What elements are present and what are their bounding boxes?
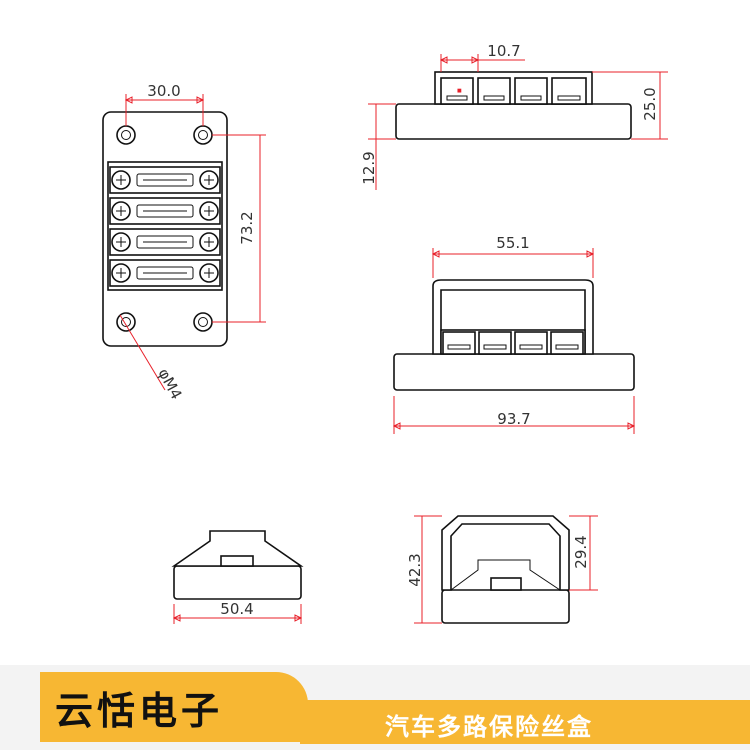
dimension-base-thickness: 12.9 [360, 103, 396, 190]
dimension-slot-pitch: 10.7 [439, 42, 525, 72]
brand-tab [40, 672, 308, 742]
dimension-base-length: 93.7 [392, 396, 636, 434]
dimension-label: 50.4 [220, 600, 253, 618]
front-view: 55.1 93.7 [392, 234, 636, 434]
dimension-top-width: 30.0 [124, 82, 205, 126]
fuse-row [109, 197, 221, 225]
dimension-top-height: 73.2 [212, 134, 266, 323]
mounting-hole [116, 312, 136, 332]
svg-text:■: ■ [457, 88, 462, 94]
dimension-label: 42.3 [406, 553, 424, 586]
terminal [551, 77, 587, 105]
dimension-label: 55.1 [496, 234, 529, 252]
end-view: 50.4 [171, 530, 304, 624]
terminal [514, 331, 548, 355]
side-view: ■ 10.7 12.9 25.0 [360, 42, 668, 190]
dimension-label: 30.0 [147, 82, 180, 100]
dimension-label: 73.2 [238, 211, 256, 244]
dimension-end-cover-height: 29.4 [569, 515, 598, 591]
dimension-label: 25.0 [641, 87, 659, 120]
product-name: 汽车多路保险丝盒 [385, 713, 593, 741]
technical-drawing: 30.0 73.2 φM4 ■ 10.7 12.9 [102, 42, 668, 624]
dimension-end-width: 50.4 [172, 600, 303, 624]
dimension-label: 12.9 [360, 151, 378, 184]
product-bar [300, 700, 750, 744]
dimension-side-height: 25.0 [592, 71, 668, 140]
fuse-row [109, 166, 221, 194]
terminal [478, 331, 512, 355]
mounting-hole [193, 125, 213, 145]
dimension-label: 93.7 [497, 410, 530, 428]
mounting-hole [116, 125, 136, 145]
dimension-label: 10.7 [487, 42, 520, 60]
brand-name: 云恬电子 [55, 689, 224, 733]
fuse-row [109, 259, 221, 287]
top-view: 30.0 73.2 φM4 [102, 82, 266, 402]
terminal [477, 77, 511, 105]
fuse-row [109, 228, 221, 256]
terminal: ■ [440, 77, 474, 105]
mounting-hole [193, 312, 213, 332]
dimension-label: 29.4 [572, 535, 590, 568]
dimension-label: φM4 [154, 365, 185, 402]
dimension-end-total-height: 42.3 [406, 515, 442, 624]
dimension-cover-width: 55.1 [431, 234, 595, 278]
end-view-covered: 42.3 29.4 [406, 515, 598, 624]
terminal [550, 331, 584, 355]
terminal [442, 331, 476, 355]
terminal [514, 77, 548, 105]
